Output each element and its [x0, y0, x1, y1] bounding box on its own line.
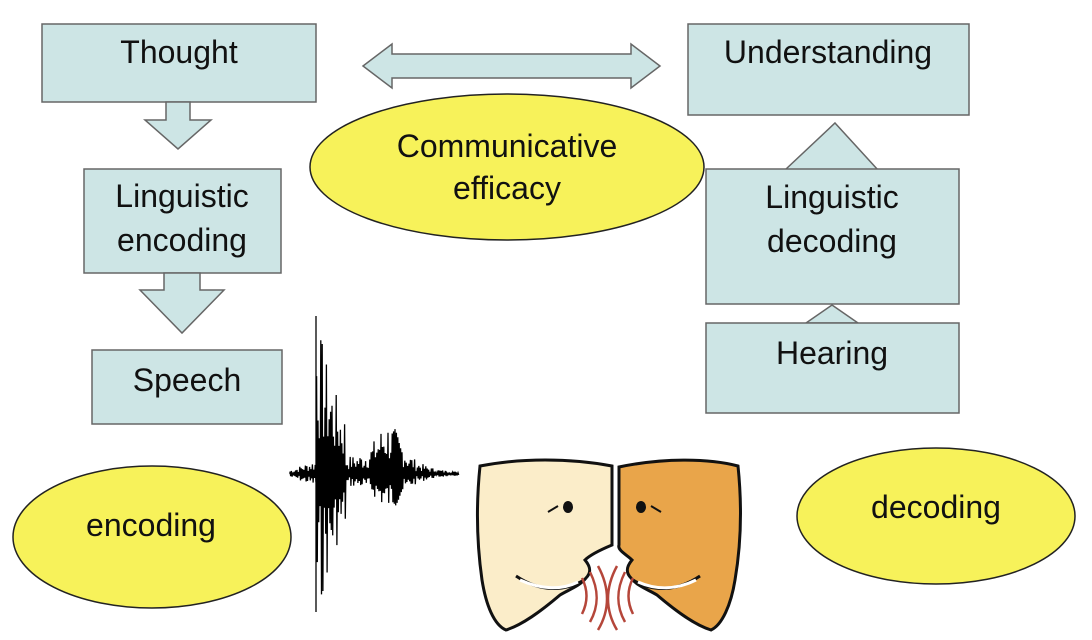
- hearing-label: Hearing: [776, 335, 888, 371]
- linguistic-encoding-box: Linguistic encoding: [83, 168, 282, 274]
- right-face: [617, 458, 742, 632]
- up-arrow-icon: [803, 304, 861, 324]
- decoding-ellipse: decoding: [796, 447, 1076, 585]
- left-face: [476, 458, 614, 632]
- left-eye: [563, 501, 573, 513]
- linguistic-decoding-line2: decoding: [767, 223, 897, 259]
- hearing-box: Hearing: [705, 322, 960, 414]
- linguistic-encoding-line1: Linguistic: [115, 178, 248, 214]
- down-arrow-icon: [143, 101, 213, 150]
- thought-box: Thought: [41, 23, 317, 103]
- up-arrow-icon: [783, 121, 880, 171]
- double-headed-arrow-icon: [361, 42, 662, 90]
- sound-waves: [580, 565, 635, 631]
- understanding-label: Understanding: [724, 34, 932, 70]
- understanding-box: Understanding: [687, 23, 970, 116]
- speech-box: Speech: [91, 349, 283, 425]
- encoding-label: encoding: [86, 507, 216, 543]
- linguistic-encoding-line2: encoding: [117, 222, 247, 258]
- thought-label: Thought: [120, 34, 238, 70]
- linguistic-decoding-box: Linguistic decoding: [705, 168, 960, 305]
- communicative-efficacy-ellipse: Communicative efficacy: [309, 93, 705, 241]
- right-eye: [636, 501, 646, 513]
- communicative-efficacy-line2: efficacy: [453, 170, 561, 206]
- down-arrow-icon: [138, 272, 226, 335]
- speech-waveform-icon: [289, 316, 460, 612]
- decoding-label: decoding: [871, 489, 1001, 525]
- linguistic-decoding-line1: Linguistic: [765, 179, 898, 215]
- talking-faces-icon: [476, 458, 742, 632]
- communicative-efficacy-line1: Communicative: [397, 128, 618, 164]
- speech-label: Speech: [133, 362, 242, 398]
- encoding-ellipse: encoding: [12, 465, 292, 609]
